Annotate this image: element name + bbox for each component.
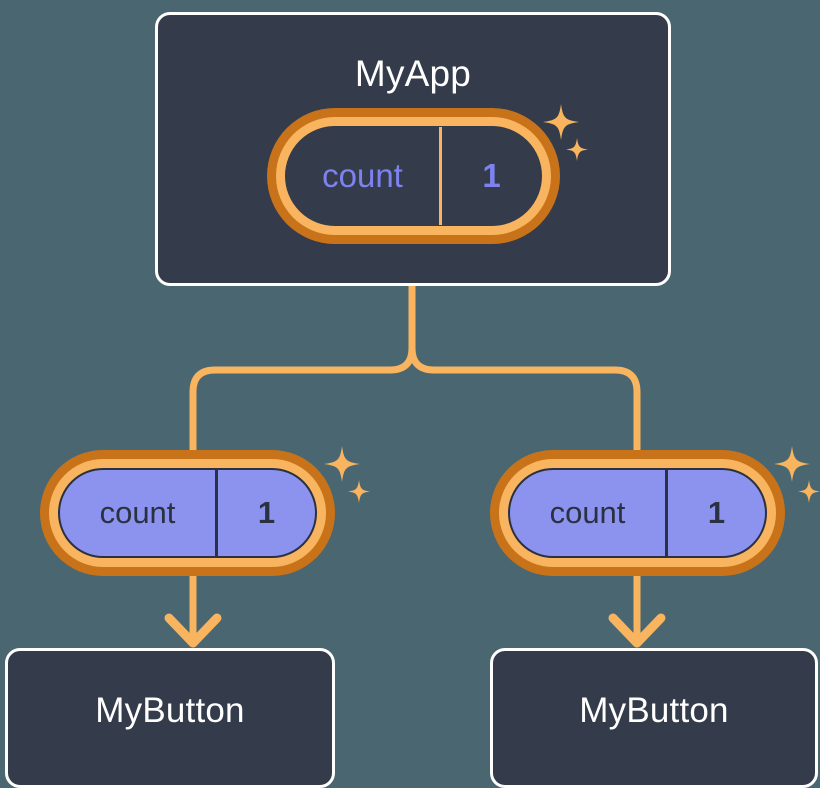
state-value-label: 1 — [482, 157, 501, 194]
pill-body: count 1 — [285, 126, 542, 226]
pill-body: count 1 — [58, 468, 317, 558]
connector-tree-path-right — [408, 344, 641, 456]
state-value-label: 1 — [707, 495, 726, 530]
pill-outer-ring: count 1 — [490, 450, 785, 576]
state-key-label: count — [510, 470, 668, 556]
arrow-left-head-icon — [164, 613, 222, 648]
pill-outer-ring: count 1 — [40, 450, 335, 576]
pill-inner-ring: count 1 — [49, 459, 326, 567]
state-key-label: count — [60, 470, 218, 556]
component-card-label: MyButton — [95, 691, 245, 730]
component-card-mybutton-left[interactable]: MyButton — [5, 648, 335, 788]
pill-outer-ring: count 1 — [267, 108, 560, 244]
component-card-mybutton-right[interactable]: MyButton — [490, 648, 818, 788]
state-pill-myapp[interactable]: count 1 — [267, 108, 560, 244]
pill-inner-ring: count 1 — [499, 459, 776, 567]
component-card-label: MyButton — [579, 691, 729, 730]
pill-body: count 1 — [508, 468, 767, 558]
state-key-label: count — [286, 127, 442, 225]
arrow-right-head-icon — [608, 613, 666, 648]
state-value-label: 1 — [257, 495, 276, 530]
state-pill-child-right[interactable]: count 1 — [490, 450, 785, 576]
connector-tree-path — [189, 282, 416, 456]
page-title: MyApp — [354, 53, 472, 94]
sparkle-small-icon — [798, 480, 820, 503]
sparkle-small-icon — [348, 480, 370, 503]
pill-inner-ring: count 1 — [276, 117, 551, 235]
state-pill-child-left[interactable]: count 1 — [40, 450, 335, 576]
diagram-canvas: MyApp count 1 count 1 — [5, 12, 820, 788]
